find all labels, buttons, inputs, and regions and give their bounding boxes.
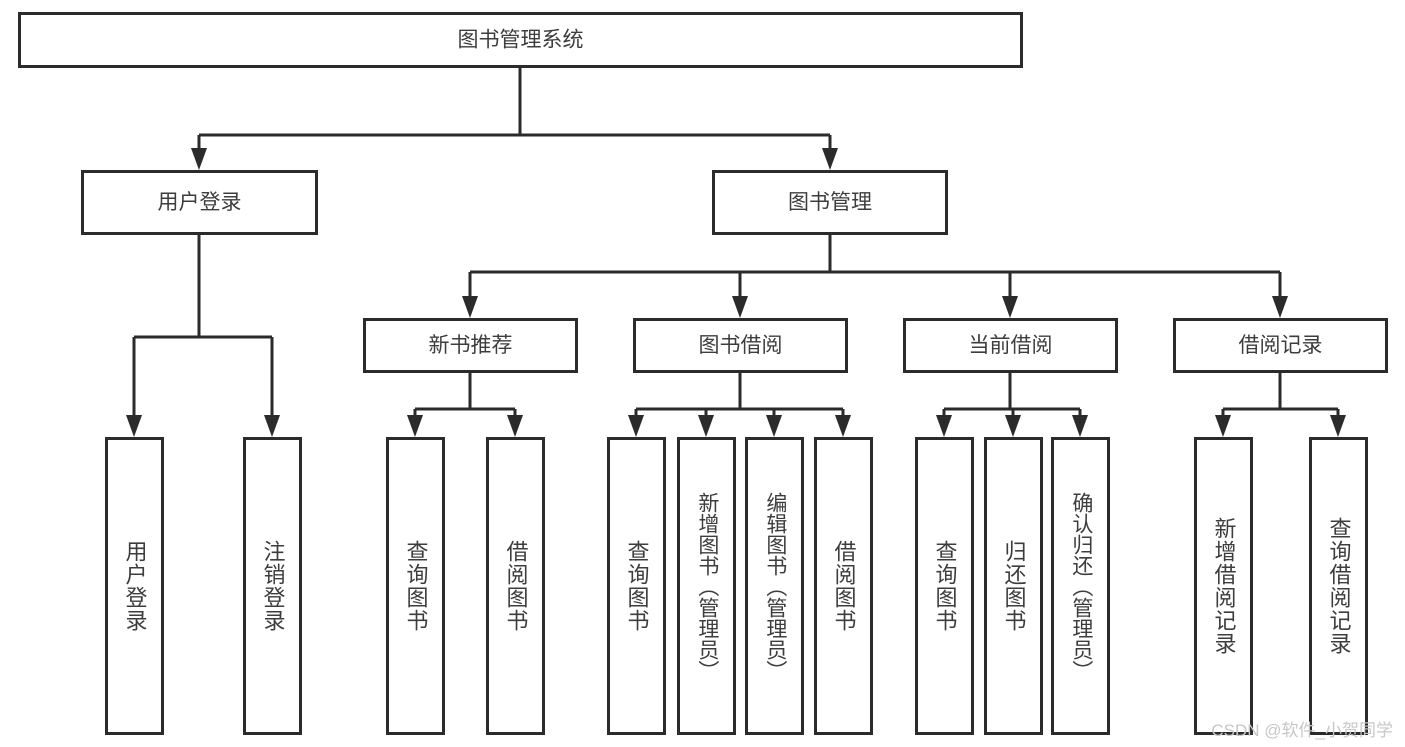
- arrow-head-icon-book-borrow-to-leaves-3: [835, 415, 851, 437]
- arrow-head-icon-borrow-record-to-leaves-1: [1330, 415, 1346, 437]
- node-box-leaf-borrow-book[interactable]: [814, 437, 873, 735]
- node-box-root[interactable]: [18, 12, 1023, 68]
- node-label-book-manage: 图书管理: [788, 191, 872, 214]
- node-box-leaf-query-record[interactable]: [1309, 437, 1368, 735]
- node-box-borrow-record[interactable]: [1173, 318, 1388, 373]
- node-box-leaf-borrow-book-rec[interactable]: [486, 437, 545, 735]
- node-label-borrow-record: 借阅记录: [1239, 334, 1323, 357]
- arrow-head-icon-root-to-level2-1: [822, 148, 838, 170]
- node-box-leaf-query-book-rec[interactable]: [386, 437, 445, 735]
- node-label-user-login: 用户登录: [158, 191, 242, 214]
- boxes-layer: [18, 12, 1388, 735]
- node-box-current-borrow[interactable]: [903, 318, 1118, 373]
- connectors-layer: [126, 68, 1346, 437]
- node-box-leaf-query-book-borrow[interactable]: [607, 437, 666, 735]
- arrow-head-icon-book-manage-to-level3-1: [732, 296, 748, 318]
- node-label-book-borrow: 图书借阅: [699, 334, 783, 357]
- node-box-leaf-return-book[interactable]: [984, 437, 1043, 735]
- node-box-leaf-user-logout[interactable]: [243, 437, 302, 735]
- arrow-head-icon-book-manage-to-level3-2: [1002, 296, 1018, 318]
- arrow-head-icon-current-borrow-to-leaves-0: [936, 415, 952, 437]
- node-box-user-login[interactable]: [81, 170, 318, 235]
- arrow-head-icon-user-login-to-leaves-1: [264, 415, 280, 437]
- node-box-new-book-recommend[interactable]: [363, 318, 578, 373]
- node-box-leaf-confirm-return[interactable]: [1051, 437, 1110, 735]
- arrow-head-icon-book-borrow-to-leaves-2: [766, 415, 782, 437]
- arrow-head-icon-current-borrow-to-leaves-2: [1072, 415, 1088, 437]
- node-box-leaf-edit-book[interactable]: [745, 437, 804, 735]
- arrow-head-icon-book-manage-to-level3-3: [1272, 296, 1288, 318]
- node-box-leaf-user-login[interactable]: [105, 437, 164, 735]
- arrow-head-icon-new-book-recommend-to-leaves-0: [407, 415, 423, 437]
- arrow-head-icon-new-book-recommend-to-leaves-1: [507, 415, 523, 437]
- arrow-head-icon-book-borrow-to-leaves-0: [628, 415, 644, 437]
- arrow-head-icon-borrow-record-to-leaves-0: [1215, 415, 1231, 437]
- node-box-leaf-query-book-current[interactable]: [915, 437, 974, 735]
- node-box-book-manage[interactable]: [712, 170, 948, 235]
- node-box-leaf-add-book[interactable]: [677, 437, 736, 735]
- node-label-root: 图书管理系统: [458, 29, 584, 52]
- node-box-book-borrow[interactable]: [633, 318, 848, 373]
- arrow-head-icon-current-borrow-to-leaves-1: [1005, 415, 1021, 437]
- arrow-head-icon-book-manage-to-level3-0: [462, 296, 478, 318]
- arrow-head-icon-user-login-to-leaves-0: [126, 415, 142, 437]
- arrow-head-icon-root-to-level2-0: [191, 148, 207, 170]
- node-label-current-borrow: 当前借阅: [969, 334, 1053, 357]
- arrow-head-icon-book-borrow-to-leaves-1: [698, 415, 714, 437]
- node-label-new-book-recommend: 新书推荐: [429, 334, 513, 357]
- node-box-leaf-add-record[interactable]: [1194, 437, 1253, 735]
